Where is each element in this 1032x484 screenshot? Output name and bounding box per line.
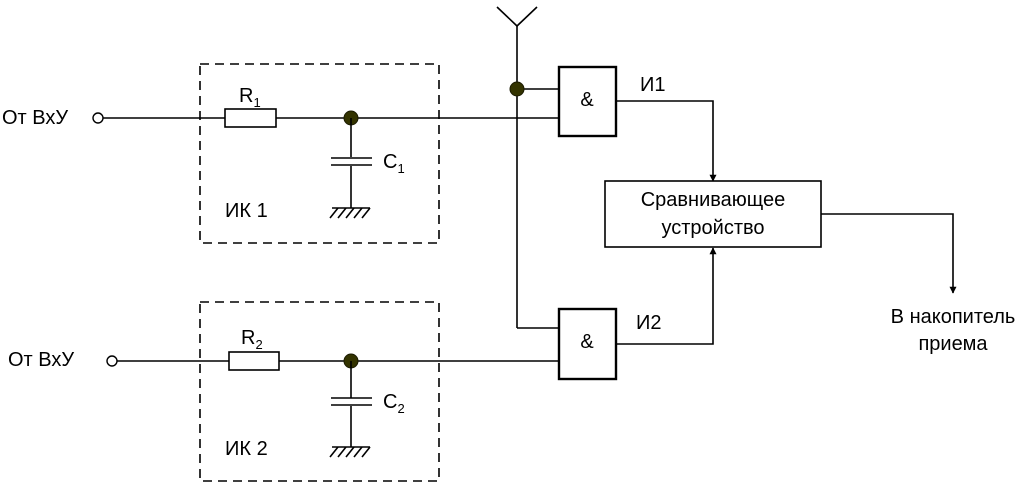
comparator-block: [604, 180, 822, 248]
comparator-label-line1: Сравнивающее: [641, 189, 786, 211]
input-label-2: От ВхУ: [8, 349, 74, 371]
and-gate-2-symbol: &: [580, 331, 594, 353]
output-label-line2: приема: [918, 333, 988, 355]
and-gate-1-symbol: &: [580, 89, 594, 111]
and-gate-1-output-label: И1: [640, 74, 666, 96]
and-gate-2-output-label: И2: [636, 312, 662, 334]
input-terminal-2: [106, 355, 118, 367]
wire-comparator-output: [821, 213, 957, 294]
capacitor-c2-label: C2: [383, 391, 405, 416]
and-gate-2: [557, 307, 618, 381]
ground-icon: [329, 446, 371, 458]
wire-and1-comparator: [616, 100, 717, 182]
and-gate-1: [557, 65, 618, 138]
comparator-label-line2: устройство: [661, 217, 764, 239]
capacitor-c1-label: C1: [383, 151, 405, 176]
ik1-label: ИК 1: [225, 200, 268, 222]
input-label-1: От ВхУ: [2, 107, 68, 129]
resistor-r2: [228, 351, 280, 371]
wire-and2-comparator: [616, 247, 717, 345]
ground-icon: [329, 207, 371, 219]
junction-node-3: [509, 81, 525, 97]
resistor-r1-label: R1: [239, 85, 261, 110]
antenna-icon: [496, 6, 538, 89]
ik2-label: ИК 2: [225, 438, 268, 460]
resistor-r2-label: R2: [241, 327, 263, 352]
output-label-line1: В накопитель: [891, 306, 1016, 328]
input-terminal-1: [92, 112, 104, 124]
resistor-r1: [224, 108, 277, 128]
